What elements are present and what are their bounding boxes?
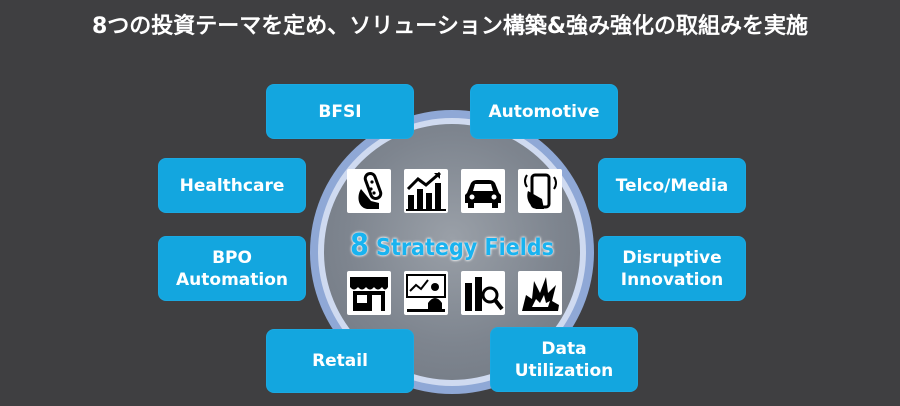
field-automotive[interactable]: Automotive bbox=[471, 85, 617, 138]
explosion-icon bbox=[518, 271, 562, 315]
field-label: BPO Automation bbox=[176, 247, 288, 290]
field-data-utilization[interactable]: Data Utilization bbox=[491, 328, 637, 391]
car-icon bbox=[461, 169, 505, 213]
field-retail[interactable]: Retail bbox=[267, 330, 413, 392]
field-label: Data Utilization bbox=[514, 338, 614, 381]
field-disruptive-innovation[interactable]: Disruptive Innovation bbox=[599, 237, 745, 300]
field-bpo-automation[interactable]: BPO Automation bbox=[159, 237, 305, 300]
mobile-phone-icon bbox=[518, 169, 562, 213]
center-text: Strategy Fields bbox=[376, 235, 554, 261]
field-label: Healthcare bbox=[179, 175, 285, 196]
field-label: Telco/Media bbox=[615, 175, 729, 196]
field-healthcare[interactable]: Healthcare bbox=[159, 159, 305, 212]
center-label: 8 Strategy Fields bbox=[310, 228, 594, 263]
page-title: 8つの投資テーマを定め、ソリューション構築&強み強化の取組みを実施 bbox=[91, 14, 809, 39]
analytics-magnifier-icon bbox=[461, 271, 505, 315]
field-telco-media[interactable]: Telco/Media bbox=[599, 159, 745, 212]
store-icon bbox=[347, 271, 391, 315]
test-tube-hand-icon bbox=[347, 169, 391, 213]
bar-chart-growth-icon bbox=[404, 169, 448, 213]
presentation-worker-icon bbox=[404, 271, 448, 315]
strategy-circle bbox=[310, 110, 594, 394]
field-label: Automotive bbox=[488, 101, 600, 122]
field-label: Disruptive Innovation bbox=[620, 247, 724, 290]
field-label: BFSI bbox=[318, 101, 362, 122]
field-bfsi[interactable]: BFSI bbox=[267, 85, 413, 138]
field-label: Retail bbox=[312, 351, 368, 371]
center-number: 8 bbox=[350, 228, 369, 263]
